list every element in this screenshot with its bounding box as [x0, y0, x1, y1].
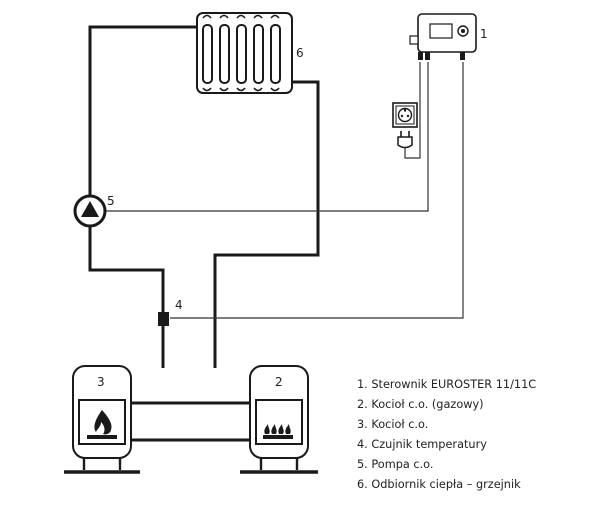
sensor-icon [158, 312, 169, 326]
pump-wire [105, 62, 429, 212]
flame-icon [87, 410, 117, 439]
legend-item: 1. Sterownik EUROSTER 11/11C [357, 378, 536, 391]
pump-icon [73, 194, 107, 228]
controller-icon [409, 13, 477, 60]
gas-burner-icon [263, 424, 293, 439]
sensor-wire [170, 62, 464, 319]
radiator-icon [196, 12, 293, 94]
control-wires [105, 62, 464, 319]
legend: 1. Sterownik EUROSTER 11/11C 2. Kocioł c… [357, 378, 536, 491]
pipe-network [88, 25, 320, 442]
legend-item: 2. Kocioł c.o. (gazowy) [357, 398, 484, 411]
legend-item: 5. Pompa c.o. [357, 458, 434, 471]
socket-icon [392, 102, 418, 128]
power-wire [404, 62, 421, 159]
radiator-label: 6 [296, 46, 304, 60]
plug-icon [397, 131, 413, 149]
sensor-label: 4 [175, 298, 183, 312]
legend-item: 3. Kocioł c.o. [357, 418, 428, 431]
boiler-solid-label: 3 [97, 375, 105, 389]
boiler-gas-label: 2 [275, 375, 283, 389]
controller-label: 1 [480, 27, 488, 41]
legend-item: 4. Czujnik temperatury [357, 438, 487, 451]
return-pipe [213, 80, 320, 368]
supply-pipe [88, 25, 198, 368]
legend-item: 6. Odbiornik ciepła – grzejnik [357, 478, 521, 491]
pump-label: 5 [107, 194, 115, 208]
